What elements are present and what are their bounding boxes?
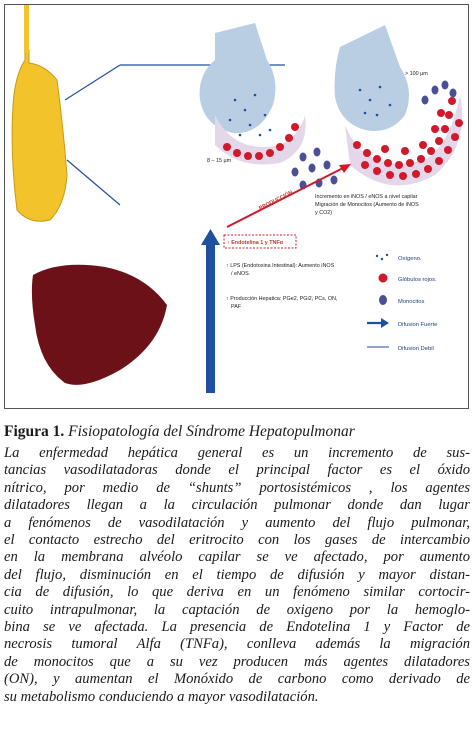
oxygen-dots-left (228, 93, 272, 137)
oxygen-dots-icon (375, 253, 389, 261)
alveolus-left-icon (199, 23, 306, 165)
caption-title: Fisiopatología del Síndrome Hepatopulmon… (68, 423, 355, 440)
monocytes-right (421, 80, 457, 105)
body-line: nítrico, por medio de “shunts” portosist… (4, 479, 470, 496)
mechanism-line-2: Migración de Monocitos (Aumento de iNOS (315, 202, 419, 208)
mechanism-line-1: Incremento en iNOS / eNOS a nivel capila… (315, 194, 418, 200)
body-line: de monocitos que a su vez producen más a… (4, 653, 470, 670)
body-paragraph: La enfermedad hepática general es un inc… (4, 445, 470, 706)
endotelina-box (223, 234, 297, 249)
thick-arrow-icon (367, 318, 389, 328)
body-line: su metabolismo conduciendo a mayor vasod… (4, 688, 319, 705)
rbc-size-right-label: > 100 µm (405, 71, 428, 77)
body-line: necrosis tumoral Alfa (TNFa), conlleva a… (4, 636, 470, 653)
production-line-2: PAF (231, 304, 242, 310)
body-line: en la membrana alvéolo capilar se ve afe… (4, 549, 470, 566)
caption-label: Figura 1. (4, 423, 65, 440)
liver-icon (31, 264, 167, 385)
body-line: dilatadores llegan a la circulación pulm… (4, 497, 470, 514)
production-arrow-label: PRODUCCIÓN (257, 188, 294, 212)
pathophysiology-diagram: 8 – 15 µm (11, 5, 463, 393)
rbc-arc-left (223, 123, 299, 160)
body-line: cuito intrapulmonar, la captación de oxi… (4, 601, 470, 618)
figure-frame: 8 – 15 µm (4, 4, 469, 409)
rbc-size-left-label: 8 – 15 µm (207, 158, 232, 164)
mechanism-line-3: y CO2) (315, 210, 332, 216)
monocyte-cluster (291, 147, 338, 190)
red-cell-icon (378, 273, 388, 283)
monocyte-icon (379, 295, 387, 305)
lung-icon (11, 5, 68, 222)
body-line: cia de difusión, lo que deriva en un fen… (4, 584, 470, 601)
legend-label-rbc: Glóbulos rojos. (398, 277, 437, 283)
legend-label-monocytes: Monocitos (398, 299, 425, 305)
endotelina-label: ↑ Endotelina 1 y TNFα (227, 240, 284, 246)
thick-up-arrow-icon (201, 229, 220, 393)
body-line: a fenómenos de vasodilatación y aumento … (4, 514, 470, 531)
oxygen-dots-right (358, 85, 392, 117)
lps-line-2: / eNOS. (231, 271, 250, 277)
body-line: La enfermedad hepática general es un inc… (4, 445, 470, 461)
legend: Oxígeno. Glóbulos rojos. Monocitos Difus… (367, 253, 437, 352)
production-line-1: ↑ Producción Hepatica: PGe2, PGi2, PCs, … (226, 296, 338, 302)
body-line: (ON), y aumentan el Monóxido de carbono … (4, 671, 470, 688)
body-line: el contacto estrecho del eritrocito con … (4, 532, 470, 549)
legend-label-strong-diffusion: Difusion Fuerte (398, 322, 437, 328)
legend-label-oxygen: Oxígeno. (398, 256, 422, 262)
body-line: del flujo, disminución en el tiempo de d… (4, 566, 470, 583)
lps-line-1: ↑ LPS (Endotoxina Intestinal): Aumento i… (226, 263, 335, 269)
legend-label-weak-diffusion: Difusion Debil (398, 346, 434, 352)
figure-caption: Figura 1. Fisiopatología del Síndrome He… (4, 423, 470, 441)
body-line: bina se ve afectada. La presencia de End… (4, 619, 470, 636)
rbc-cluster-right (353, 97, 463, 180)
body-line: tancias vasodilatadoras donde el princip… (4, 462, 470, 479)
